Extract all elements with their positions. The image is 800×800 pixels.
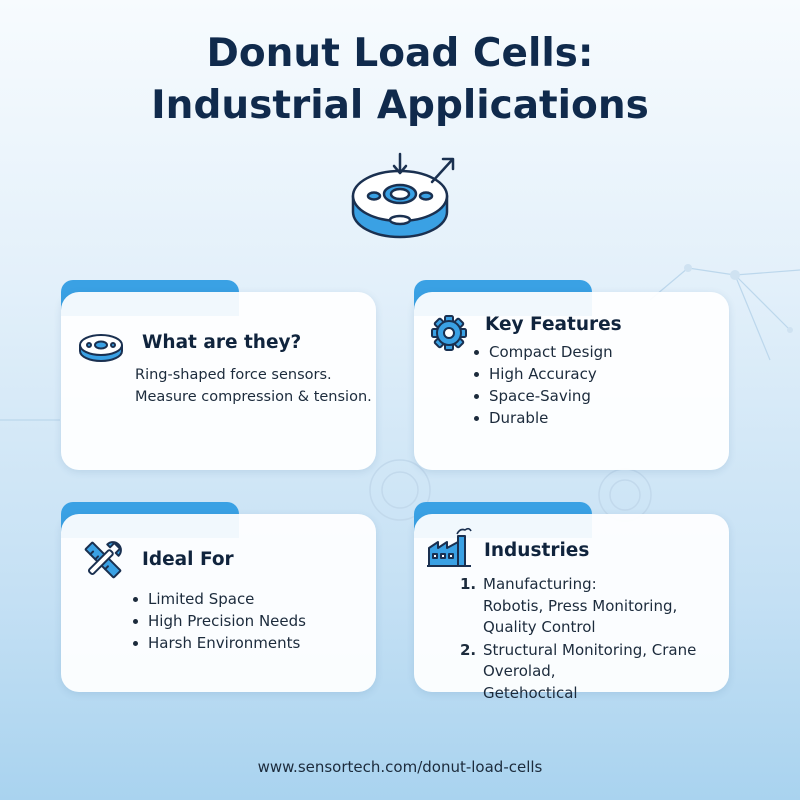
list-item: 1. Manufacturing: Robotis, Press Monitor… bbox=[460, 574, 729, 639]
card-what-are-they: What are they? Ring-shaped force sensors… bbox=[61, 280, 376, 470]
list-item: Space-Saving bbox=[474, 385, 613, 407]
list-item-line: Structural Monitoring, Crane Overolad, bbox=[483, 640, 697, 681]
factory-icon bbox=[427, 527, 472, 567]
card-panel bbox=[414, 514, 729, 692]
gear-icon bbox=[431, 315, 467, 351]
list-item: High Accuracy bbox=[474, 363, 613, 385]
description-line: Ring-shaped force sensors. bbox=[135, 367, 332, 383]
card-description: Ring-shaped force sensors. Measure compr… bbox=[135, 364, 372, 408]
wrench-ruler-icon bbox=[84, 541, 122, 579]
list-item-line: Quality Control bbox=[483, 618, 596, 636]
title-line-1: Donut Load Cells: bbox=[206, 31, 594, 76]
list-item-line: Getehoctical bbox=[483, 683, 578, 702]
donut-load-cell-icon bbox=[79, 334, 123, 362]
industries-list: 1. Manufacturing: Robotis, Press Monitor… bbox=[460, 574, 729, 705]
feature-list: Compact Design High Accuracy Space-Savin… bbox=[474, 341, 613, 429]
card-heading: Industries bbox=[484, 540, 590, 561]
list-item: Harsh Environments bbox=[133, 632, 306, 654]
list-item: Limited Space bbox=[133, 588, 306, 610]
page-title: Donut Load Cells: Industrial Application… bbox=[0, 28, 800, 132]
list-item: Compact Design bbox=[474, 341, 613, 363]
card-panel bbox=[414, 292, 729, 470]
footer-url: www.sensortech.com/donut-load-cells bbox=[257, 758, 543, 776]
card-panel bbox=[61, 292, 376, 470]
card-key-features: Key Features Compact Design High Accurac… bbox=[414, 280, 729, 470]
card-heading: Ideal For bbox=[142, 549, 234, 570]
list-item: Durable bbox=[474, 407, 613, 429]
card-ideal-for: Ideal For Limited Space High Precision N… bbox=[61, 502, 376, 692]
list-item-line: Robotis, Press Monitoring, bbox=[483, 596, 678, 615]
list-item: High Precision Needs bbox=[133, 610, 306, 632]
list-item-line: Manufacturing: bbox=[483, 575, 597, 593]
list-item: 2. Structural Monitoring, Crane Overolad… bbox=[460, 640, 729, 705]
description-line: Measure compression & tension. bbox=[135, 389, 372, 405]
list-number: 1. bbox=[460, 575, 477, 593]
card-heading: Key Features bbox=[485, 314, 622, 335]
donut-load-cell-illustration-icon bbox=[351, 152, 455, 239]
card-industries: Industries 1. Manufacturing: Robotis, Pr… bbox=[414, 502, 729, 702]
ideal-for-list: Limited Space High Precision Needs Harsh… bbox=[133, 588, 306, 654]
card-heading: What are they? bbox=[142, 332, 302, 353]
list-number: 2. bbox=[460, 640, 477, 659]
title-line-2: Industrial Applications bbox=[151, 83, 649, 128]
